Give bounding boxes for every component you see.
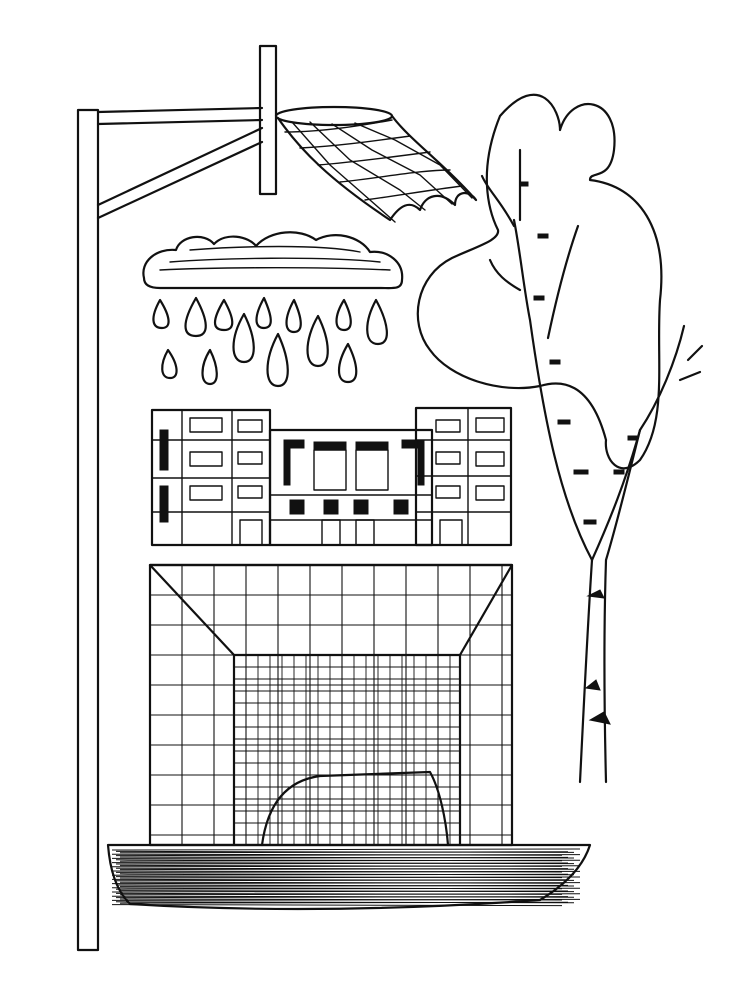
apartment-building [150, 406, 513, 547]
net-line [115, 862, 569, 865]
hoop-rim [274, 105, 394, 127]
net-line [111, 904, 563, 907]
net-line [111, 898, 581, 901]
net-line [111, 873, 569, 876]
canopy-outline [416, 93, 663, 470]
cloud-outline [142, 231, 404, 290]
net-line [119, 868, 569, 871]
net-line [111, 856, 569, 859]
net-line [119, 851, 569, 854]
net-line [111, 882, 581, 885]
net-line [119, 876, 581, 879]
ground-hatch [111, 848, 581, 907]
hoop-brace-inner [96, 140, 264, 220]
rain-cloud [142, 231, 404, 388]
net-line [119, 884, 569, 887]
hoop-arm-second [96, 118, 264, 126]
goal-inner [260, 770, 450, 847]
building-center-block [268, 428, 434, 547]
net-line [111, 890, 569, 893]
hoop-brace [96, 126, 264, 207]
net-line [119, 893, 581, 896]
birch-tree [480, 148, 704, 784]
basketball-hoop [76, 44, 478, 952]
goal-frame [148, 563, 514, 847]
net-line [119, 901, 569, 904]
birch-trunk [512, 218, 642, 784]
goal-roof [148, 563, 514, 657]
net-line [119, 859, 581, 862]
net-line [115, 896, 569, 899]
tree-canopy-outline [416, 93, 663, 470]
hoop-pole [76, 108, 100, 952]
net-line [115, 887, 581, 890]
hoop-net [276, 114, 478, 223]
net-line [111, 865, 581, 868]
hoop-arm-top [96, 106, 264, 114]
net-line [115, 854, 581, 857]
hatched-ground [106, 843, 592, 911]
net-line [115, 870, 581, 873]
goal-net [148, 563, 514, 847]
raindrops [152, 296, 388, 388]
net-grid [149, 564, 512, 845]
net-line [111, 848, 581, 851]
net-line [115, 879, 569, 882]
